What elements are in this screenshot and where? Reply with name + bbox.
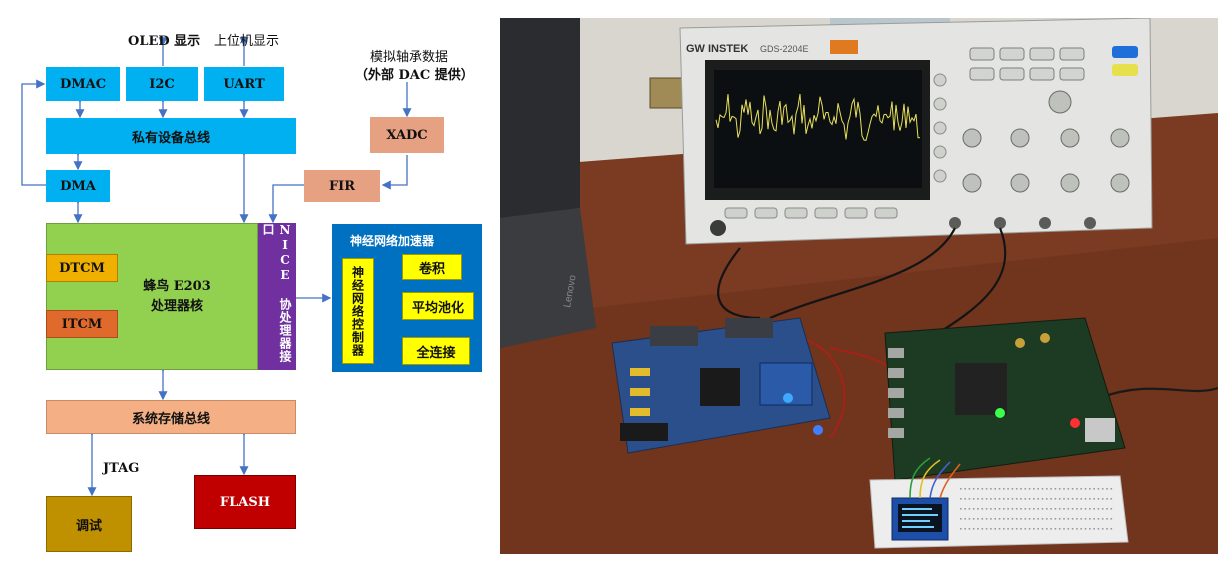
e203-core: 蜂鸟 E203 处理器核 [46,223,258,370]
core-name: 蜂鸟 E203 [143,278,211,294]
laptop-body [500,208,596,348]
scope-brand: GW INSTEK [686,43,748,55]
ethernet-port [1085,418,1115,442]
dac-source-label: （外部 DAC 提供） [355,68,474,83]
scope-badge [830,40,858,54]
dmac-block: DMAC [46,67,120,101]
nice-interface: NICE 协处理器接口 [258,223,296,370]
green-led [995,408,1005,418]
scope-autoset-key [1112,46,1138,58]
red-led [1070,418,1080,428]
nn-accelerator-title: 神经网络加速器 [350,234,435,248]
blue-led [783,393,793,403]
avgpool-block: 平均池化 [402,292,474,320]
oscilloscope: GW INSTEK GDS-2204E [679,18,1153,245]
dtcm-block: DTCM [46,254,118,282]
conv-block: 卷积 [402,254,462,280]
system-storage-bus: 系统存储总线 [46,400,296,434]
oled-display-label: OLED 显示 [128,34,201,49]
scope-waveform [715,93,921,141]
itcm-block: ITCM [46,310,118,338]
jtag-label: JTAG [103,461,140,476]
blue-led-2 [813,425,823,435]
core-subtitle: 处理器核 [150,298,203,314]
xadc-block: XADC [370,117,444,153]
arrow-dma-dmac [21,79,46,186]
fc-block: 全连接 [402,337,470,365]
sim-data-label: 模拟轴承数据 [370,50,449,65]
arrow-fir-nice [268,184,304,224]
arrow-xadc-fir [381,155,408,190]
flash-block: FLASH [194,475,296,529]
i2c-block: I2C [126,67,198,101]
private-device-bus: 私有设备总线 [46,118,296,154]
db9-port-left [650,326,698,346]
scope-run-key [1112,64,1138,76]
scope-power-button [710,220,726,236]
uart-block: UART [204,67,284,101]
debug-block: 调试 [46,496,132,552]
fir-block: FIR [304,170,380,202]
nn-controller: 神经网络控制器 [342,258,374,364]
hardware-photo: Lenovo GW INSTEK GDS-2204E [500,18,1218,554]
left-dev-board [611,317,831,454]
scope-model: GDS-2204E [760,44,809,54]
db9-port-right [725,318,773,338]
seven-seg-display [620,423,668,441]
oled-module [891,497,949,541]
laptop-screen [500,18,580,218]
fpga-board [884,317,1126,481]
main-chip [700,368,740,406]
host-display-label: 上位机显示 [214,34,280,49]
scope-screen [714,70,922,188]
dma-block: DMA [46,170,110,202]
desk-shade [500,238,1218,554]
fpga-chip [955,363,1007,415]
